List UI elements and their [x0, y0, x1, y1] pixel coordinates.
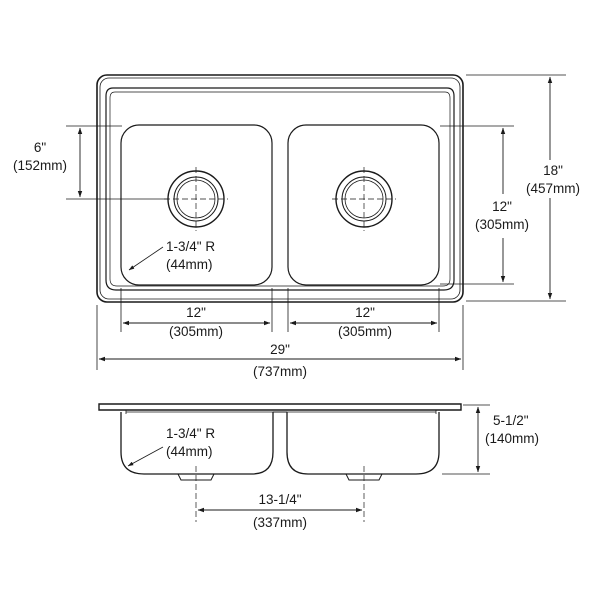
bowl-width-dimensions: 12" (305mm) 12" (305mm) [120, 288, 440, 339]
plan-view: 6" (152mm) 1-3/4" R (44mm) 12" (305mm) 1… [13, 74, 580, 379]
section-corner-radius-imperial: 1-3/4" R [166, 426, 215, 441]
section-right-bowl [286, 412, 440, 475]
sink-deck-edge [105, 87, 455, 291]
section-view: 1-3/4" R (44mm) 13-1/4" (337mm) 5-1/2" (… [98, 403, 539, 530]
left-bowl-width-metric: (305mm) [169, 324, 223, 339]
drain-spacing-imperial: 13-1/4" [258, 492, 301, 507]
drain-spacing-dimension: 13-1/4" (337mm) [197, 492, 363, 530]
right-bowl-width-imperial: 12" [355, 305, 375, 320]
bowl-depth-dimension: 5-1/2" (140mm) [442, 404, 539, 475]
right-bowl-width-metric: (305mm) [338, 324, 392, 339]
left-bowl-width-imperial: 12" [186, 305, 206, 320]
section-rim-flange [98, 403, 462, 411]
drain-offset-metric: (152mm) [13, 158, 67, 173]
overall-depth-dimension: 18" (457mm) [466, 74, 580, 302]
overall-width-metric: (737mm) [253, 364, 307, 379]
overall-width-dimension: 29" (737mm) [96, 305, 464, 379]
plan-corner-radius-metric: (44mm) [166, 257, 213, 272]
section-left-bowl [120, 412, 274, 475]
overall-depth-imperial: 18" [543, 163, 563, 178]
plan-corner-radius-imperial: 1-3/4" R [166, 239, 215, 254]
drain-offset-dimension: 6" (152mm) [13, 125, 168, 200]
plan-corner-radius-callout: 1-3/4" R (44mm) [128, 239, 215, 272]
section-corner-radius-callout: 1-3/4" R (44mm) [127, 426, 215, 467]
drain-offset-imperial: 6" [34, 140, 47, 155]
left-bowl [120, 124, 273, 286]
right-drain [332, 167, 396, 231]
overall-depth-metric: (457mm) [526, 181, 580, 196]
sink-deck-edge-inner [109, 91, 451, 287]
bowl-depth-metric: (140mm) [485, 431, 539, 446]
sink-outer-rim [96, 74, 464, 303]
bowl-front-to-back-metric: (305mm) [475, 217, 529, 232]
right-bowl [287, 124, 440, 286]
sink-rim-inner-line [99, 77, 461, 300]
section-corner-radius-metric: (44mm) [166, 444, 213, 459]
bowl-front-to-back-imperial: 12" [492, 199, 512, 214]
drain-spacing-metric: (337mm) [253, 515, 307, 530]
left-drain [164, 167, 228, 231]
bowl-front-to-back-dimension: 12" (305mm) [440, 125, 529, 285]
bowl-depth-imperial: 5-1/2" [493, 413, 529, 428]
overall-width-imperial: 29" [270, 342, 290, 357]
